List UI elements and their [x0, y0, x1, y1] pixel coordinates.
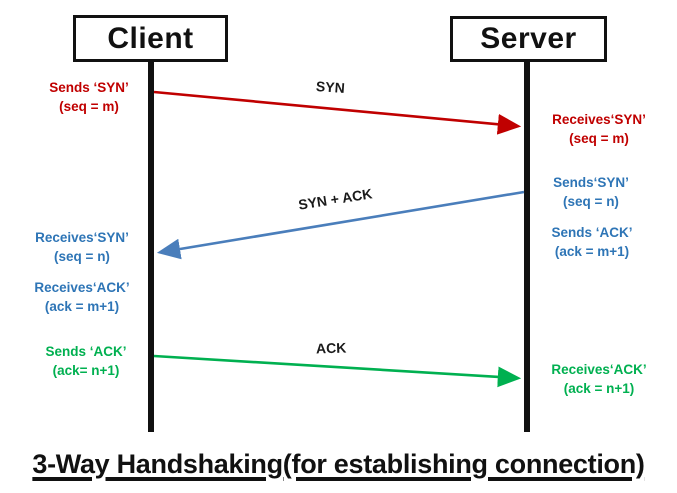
annotation-server-sends-ack: Sends ‘ACK’ (ack = m+1) [538, 223, 646, 261]
diagram-title: 3-Way Handshaking(for establishing conne… [32, 449, 645, 479]
actor-box-client: Client [73, 15, 228, 62]
annotation-line: Sends ‘ACK’ [551, 225, 633, 240]
annotation-line: (ack = n+1) [563, 381, 635, 396]
annotation-server-receives-syn: Receives‘SYN’ (seq = m) [540, 110, 658, 148]
client-lifeline [148, 60, 154, 432]
annotation-server-sends-syn: Sends‘SYN’ (seq = n) [540, 173, 642, 211]
annotation-line: (seq = m) [59, 99, 119, 114]
ack-arrow [153, 354, 522, 388]
annotation-client-receives-syn: Receives‘SYN’ (seq = n) [26, 228, 138, 266]
annotation-line: (ack= n+1) [52, 363, 120, 378]
actor-box-server: Server [450, 16, 607, 62]
annotation-line: Sends ‘ACK’ [45, 344, 127, 359]
annotation-line: Receives‘SYN’ [552, 112, 646, 127]
annotation-server-receives-ack: Receives‘ACK’ (ack = n+1) [540, 360, 658, 398]
syn-arrow [153, 90, 522, 135]
annotation-line: (seq = n) [54, 249, 110, 264]
annotation-client-sends-syn: Sends ‘SYN’ (seq = m) [33, 78, 145, 116]
actor-label-server: Server [480, 22, 577, 55]
syn-arrow-label: SYN [315, 78, 346, 96]
annotation-line: Sends ‘SYN’ [49, 80, 129, 95]
annotation-line: Receives‘ACK’ [551, 362, 647, 377]
server-lifeline [524, 60, 530, 432]
annotation-client-sends-ack: Sends ‘ACK’ (ack= n+1) [33, 342, 139, 380]
annotation-line: (ack = m+1) [44, 299, 120, 314]
actor-label-client: Client [107, 21, 194, 55]
annotation-line: (seq = n) [563, 194, 619, 209]
annotation-line: (seq = m) [569, 131, 629, 146]
annotation-line: (ack = m+1) [554, 244, 630, 259]
syn-ack-arrow-label: SYN + ACK [297, 185, 374, 213]
annotation-client-receives-ack: Receives‘ACK’ (ack = m+1) [26, 278, 138, 316]
annotation-line: Sends‘SYN’ [553, 175, 629, 190]
annotation-line: Receives‘ACK’ [34, 280, 130, 295]
ack-arrow-label: ACK [315, 339, 347, 357]
annotation-line: Receives‘SYN’ [35, 230, 129, 245]
